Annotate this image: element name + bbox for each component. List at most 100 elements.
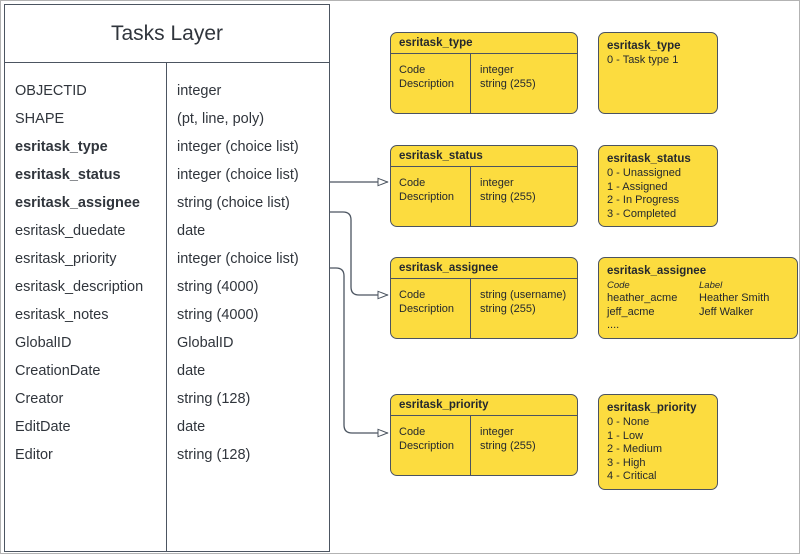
schema-field-names: Code Description <box>391 167 471 226</box>
schema-type: string (255) <box>480 440 536 452</box>
field-row: esritask_assignee <box>15 195 140 211</box>
field-type: integer (choice list) <box>177 139 299 155</box>
values-box-title: esritask_assignee <box>607 265 707 277</box>
field-type-column: integer (pt, line, poly) integer (choice… <box>167 63 329 551</box>
field-row: esritask_type <box>15 139 108 155</box>
field-type: date <box>177 363 206 379</box>
field-row: OBJECTID <box>15 83 87 99</box>
schema-field: Code <box>399 177 426 189</box>
field-row: esritask_status <box>15 167 121 183</box>
schema-field-types: integer string (255) <box>471 167 577 226</box>
value-item: 2 - Medium <box>607 443 663 456</box>
schema-field: Description <box>399 78 455 90</box>
schema-box-esritask-type[interactable]: esritask_type Code Description integer s… <box>390 32 578 114</box>
value-item: 0 - Unassigned <box>607 167 681 179</box>
schema-type: string (255) <box>480 191 536 203</box>
value-item: 3 - High <box>607 456 646 469</box>
schema-type: string (255) <box>480 78 536 90</box>
field-type: date <box>177 419 206 435</box>
field-type: string (128) <box>177 447 251 463</box>
field-type: integer (choice list) <box>177 251 299 267</box>
value-item: 3 - Completed <box>607 207 677 220</box>
schema-field-types: integer string (255) <box>471 54 577 113</box>
field-type: string (choice list) <box>177 195 290 211</box>
field-row: CreationDate <box>15 363 101 379</box>
field-row: esritask_priority <box>15 251 117 267</box>
field-type: string (4000) <box>177 279 259 295</box>
schema-box-esritask-assignee[interactable]: esritask_assignee Code Description strin… <box>390 257 578 339</box>
schema-field: Description <box>399 191 455 203</box>
value-label: Jeff Walker <box>699 305 754 318</box>
value-item: 1 - Low <box>607 429 644 442</box>
schema-field: Description <box>399 440 455 452</box>
field-row: esritask_description <box>15 279 144 295</box>
schema-type: integer <box>480 177 514 189</box>
schema-type: string (username) <box>480 289 567 301</box>
value-label: Heather Smith <box>699 292 770 304</box>
value-item: 0 - None <box>607 416 650 428</box>
schema-box-columns: Code Description string (username) strin… <box>391 279 577 338</box>
values-box-title: esritask_priority <box>607 402 697 414</box>
field-row: GlobalID <box>15 335 72 351</box>
schema-box-title: esritask_status <box>391 146 577 167</box>
values-row: jeff_acme Jeff Walker <box>607 306 789 320</box>
field-row: esritask_notes <box>15 307 109 323</box>
schema-box-columns: Code Description integer string (255) <box>391 416 577 475</box>
values-box-title: esritask_status <box>607 153 691 165</box>
schema-field-names: Code Description <box>391 54 471 113</box>
field-type: string (4000) <box>177 307 259 323</box>
value-item: 0 - Task type 1 <box>607 54 679 66</box>
field-type: GlobalID <box>177 335 234 351</box>
schema-box-esritask-status[interactable]: esritask_status Code Description integer… <box>390 145 578 227</box>
schema-field-names: Code Description <box>391 279 471 338</box>
value-code: jeff_acme <box>607 305 655 318</box>
values-header-label: Label <box>699 280 723 291</box>
field-type: integer <box>177 83 222 99</box>
values-box-esritask-status[interactable]: esritask_status 0 - Unassigned 1 - Assig… <box>598 145 718 227</box>
values-row: heather_acme Heather Smith <box>607 292 789 306</box>
value-item: 1 - Assigned <box>607 180 668 193</box>
values-box-esritask-type[interactable]: esritask_type 0 - Task type 1 <box>598 32 718 114</box>
schema-type: integer <box>480 426 514 438</box>
field-row: SHAPE <box>15 111 65 127</box>
field-row: esritask_duedate <box>15 223 126 239</box>
schema-box-columns: Code Description integer string (255) <box>391 54 577 113</box>
schema-box-title: esritask_priority <box>391 395 577 416</box>
values-row: .... <box>607 319 789 333</box>
field-name-column: OBJECTID SHAPE esritask_type esritask_st… <box>5 63 167 551</box>
schema-field: Description <box>399 303 455 315</box>
value-item: 2 - In Progress <box>607 194 680 207</box>
schema-box-title: esritask_type <box>391 33 577 54</box>
schema-type: string (255) <box>480 303 536 315</box>
values-header-code: Code <box>607 280 630 291</box>
schema-box-esritask-priority[interactable]: esritask_priority Code Description integ… <box>390 394 578 476</box>
field-type: (pt, line, poly) <box>177 111 265 127</box>
value-item: 4 - Critical <box>607 470 657 483</box>
schema-box-columns: Code Description integer string (255) <box>391 167 577 226</box>
field-type: date <box>177 223 206 239</box>
value-label <box>699 319 789 333</box>
schema-type: integer <box>480 64 514 76</box>
values-box-title: esritask_type <box>607 40 681 52</box>
schema-field: Code <box>399 426 426 438</box>
field-type: string (128) <box>177 391 251 407</box>
value-code: .... <box>607 319 620 332</box>
schema-box-title: esritask_assignee <box>391 258 577 279</box>
schema-field: Code <box>399 289 426 301</box>
schema-field: Code <box>399 64 426 76</box>
schema-field-types: integer string (255) <box>471 416 577 475</box>
values-header-row: Code Label <box>607 279 789 292</box>
schema-field-names: Code Description <box>391 416 471 475</box>
field-type: integer (choice list) <box>177 167 299 183</box>
tasks-layer-table[interactable]: Tasks Layer OBJECTID SHAPE esritask_type… <box>4 4 330 552</box>
field-row: Editor <box>15 447 53 463</box>
values-box-esritask-priority[interactable]: esritask_priority 0 - None 1 - Low 2 - M… <box>598 394 718 490</box>
field-row: EditDate <box>15 419 71 435</box>
page-title: Tasks Layer <box>5 5 329 63</box>
values-box-esritask-assignee[interactable]: esritask_assignee Code Label heather_acm… <box>598 257 798 339</box>
field-row: Creator <box>15 391 64 407</box>
value-code: heather_acme <box>607 292 678 304</box>
layer-field-grid: OBJECTID SHAPE esritask_type esritask_st… <box>5 63 329 551</box>
